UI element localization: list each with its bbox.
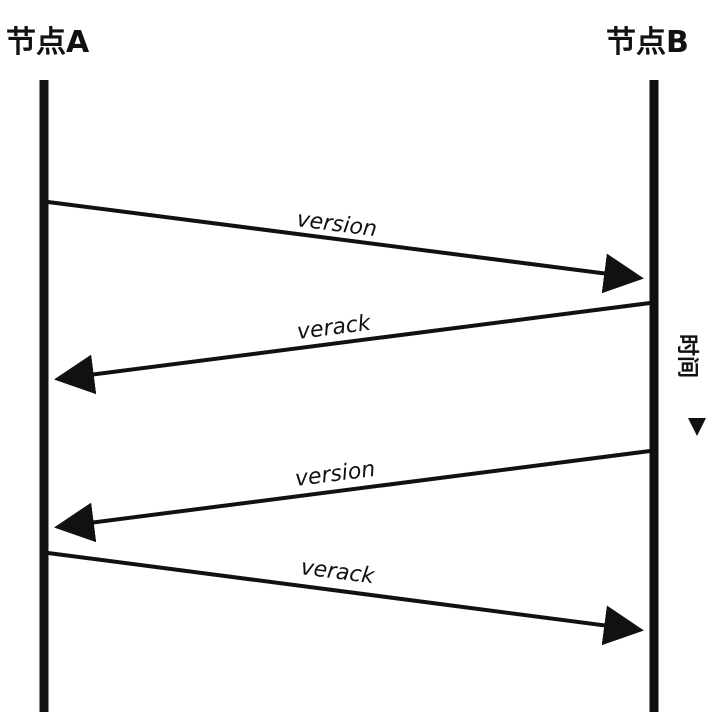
time-direction-arrow	[688, 418, 706, 436]
message-4-arrow	[47, 551, 644, 646]
message-4-label: verack	[299, 555, 377, 589]
node-a-label: 节点A	[6, 25, 90, 60]
message-4: verack	[47, 551, 644, 646]
message-3-arrow	[54, 448, 659, 543]
time-label: 时间	[674, 334, 699, 378]
message-2-arrow	[54, 300, 659, 395]
time-axis: 时间	[674, 334, 706, 436]
message-2: verack	[54, 300, 659, 395]
message-3: version	[54, 448, 659, 543]
message-1-arrow	[47, 200, 644, 294]
message-1: version	[47, 200, 644, 294]
node-b-label: 节点B	[606, 25, 689, 60]
